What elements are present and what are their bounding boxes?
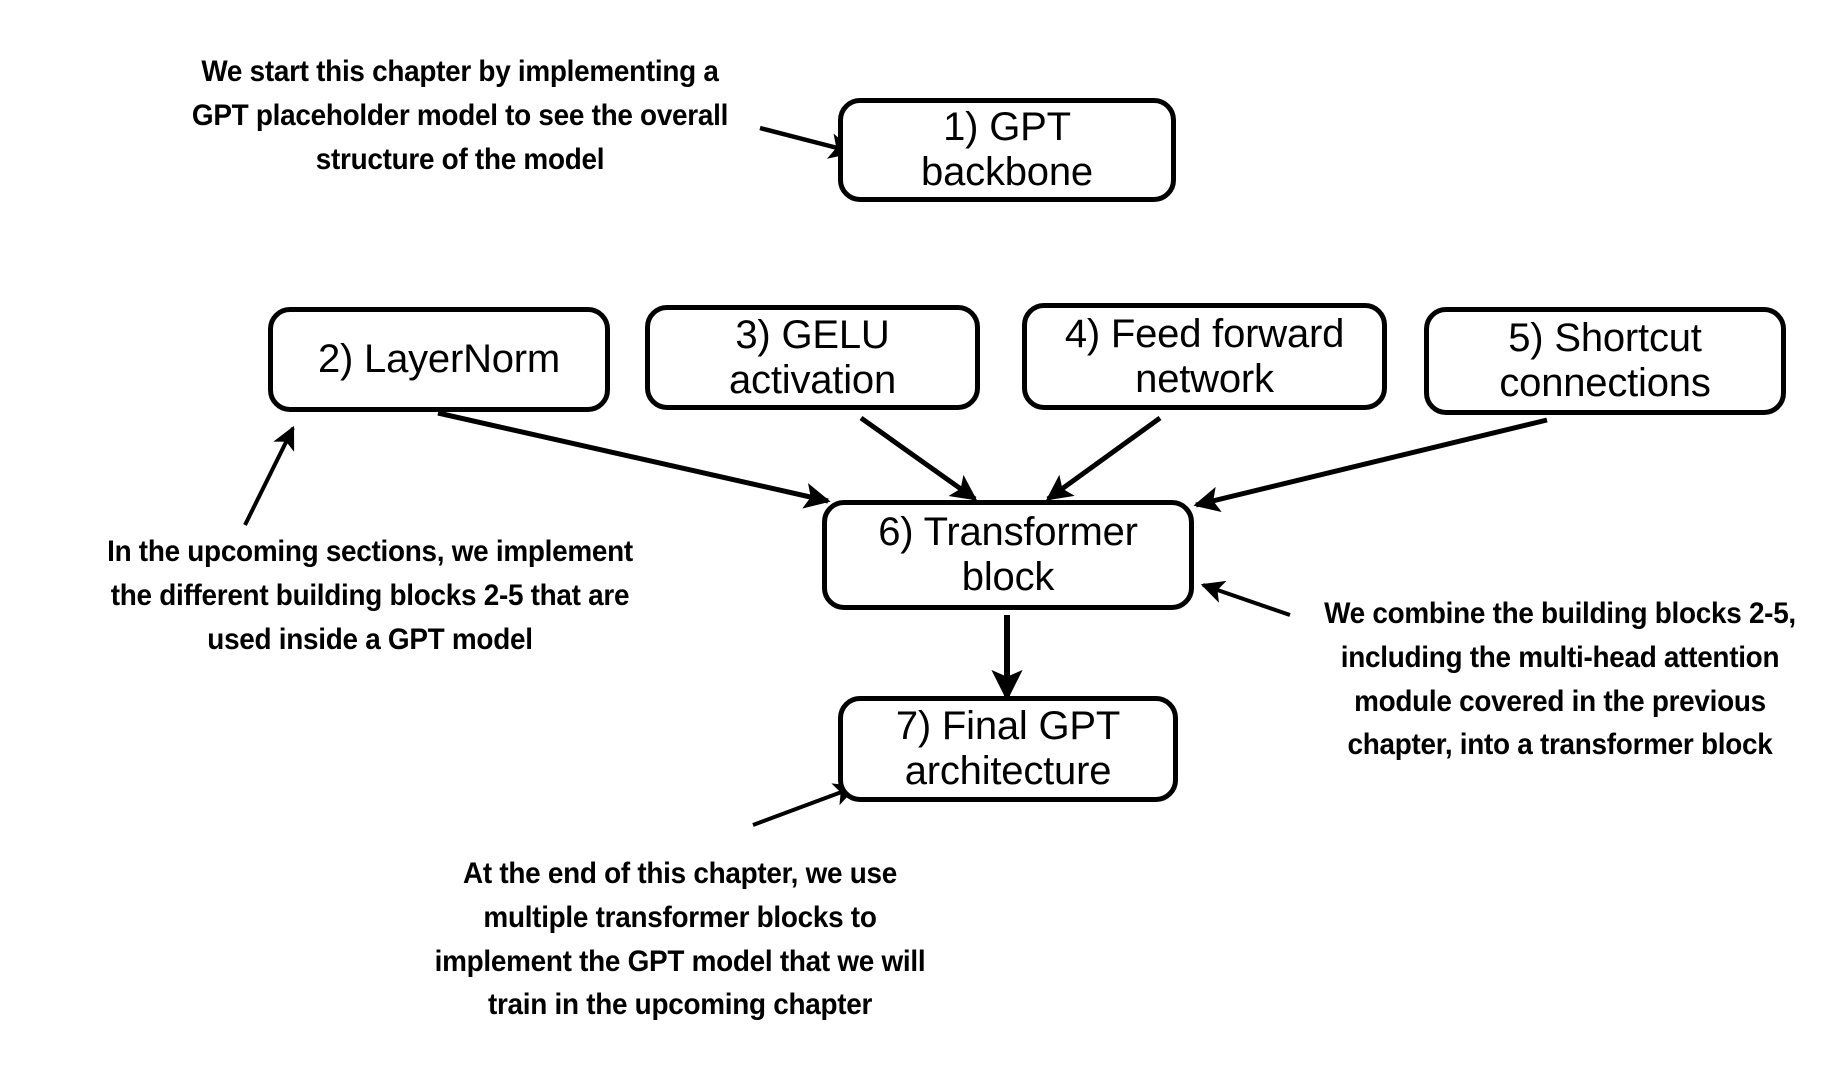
edge-note-right-to-transformer-block [1200, 580, 1291, 617]
node-transformer-block-label: 6) Transformer block [878, 510, 1138, 599]
edge-note-left-to-layernorm [243, 425, 295, 526]
note-right: We combine the building blocks 2-5, incl… [1324, 597, 1796, 762]
note-top-left: We start this chapter by implementing a … [191, 55, 729, 176]
node-feed-forward-label: 4) Feed forward network [1064, 311, 1345, 401]
node-final-gpt-label: 7) Final GPT architecture [895, 704, 1121, 793]
edge-feedforward-to-transformer-block [1045, 415, 1162, 502]
node-shortcut-connections[interactable]: 5) Shortcut connections [1424, 307, 1786, 415]
note-bottom: At the end of this chapter, we use multi… [434, 857, 926, 1022]
node-final-gpt[interactable]: 7) Final GPT architecture [838, 696, 1178, 802]
node-gpt-backbone[interactable]: 1) GPT backbone [838, 98, 1176, 202]
node-gelu-activation[interactable]: 3) GELU activation [645, 305, 980, 410]
node-layernorm-label: 2) LayerNorm [317, 337, 561, 382]
node-layernorm[interactable]: 2) LayerNorm [268, 307, 610, 412]
node-gpt-backbone-label: 1) GPT backbone [921, 105, 1093, 194]
node-gelu-activation-label: 3) GELU activation [729, 312, 896, 402]
edge-shortcut-to-transformer-block [1193, 417, 1548, 513]
node-transformer-block[interactable]: 6) Transformer block [822, 500, 1194, 610]
edge-layernorm-to-transformer-block [437, 410, 831, 509]
edge-gelu-to-transformer-block [859, 415, 978, 502]
node-feed-forward[interactable]: 4) Feed forward network [1022, 303, 1387, 410]
edge-note-bottom-to-final-gpt [752, 783, 858, 827]
node-shortcut-connections-label: 5) Shortcut connections [1499, 316, 1711, 405]
note-left: In the upcoming sections, we implement t… [107, 535, 633, 656]
